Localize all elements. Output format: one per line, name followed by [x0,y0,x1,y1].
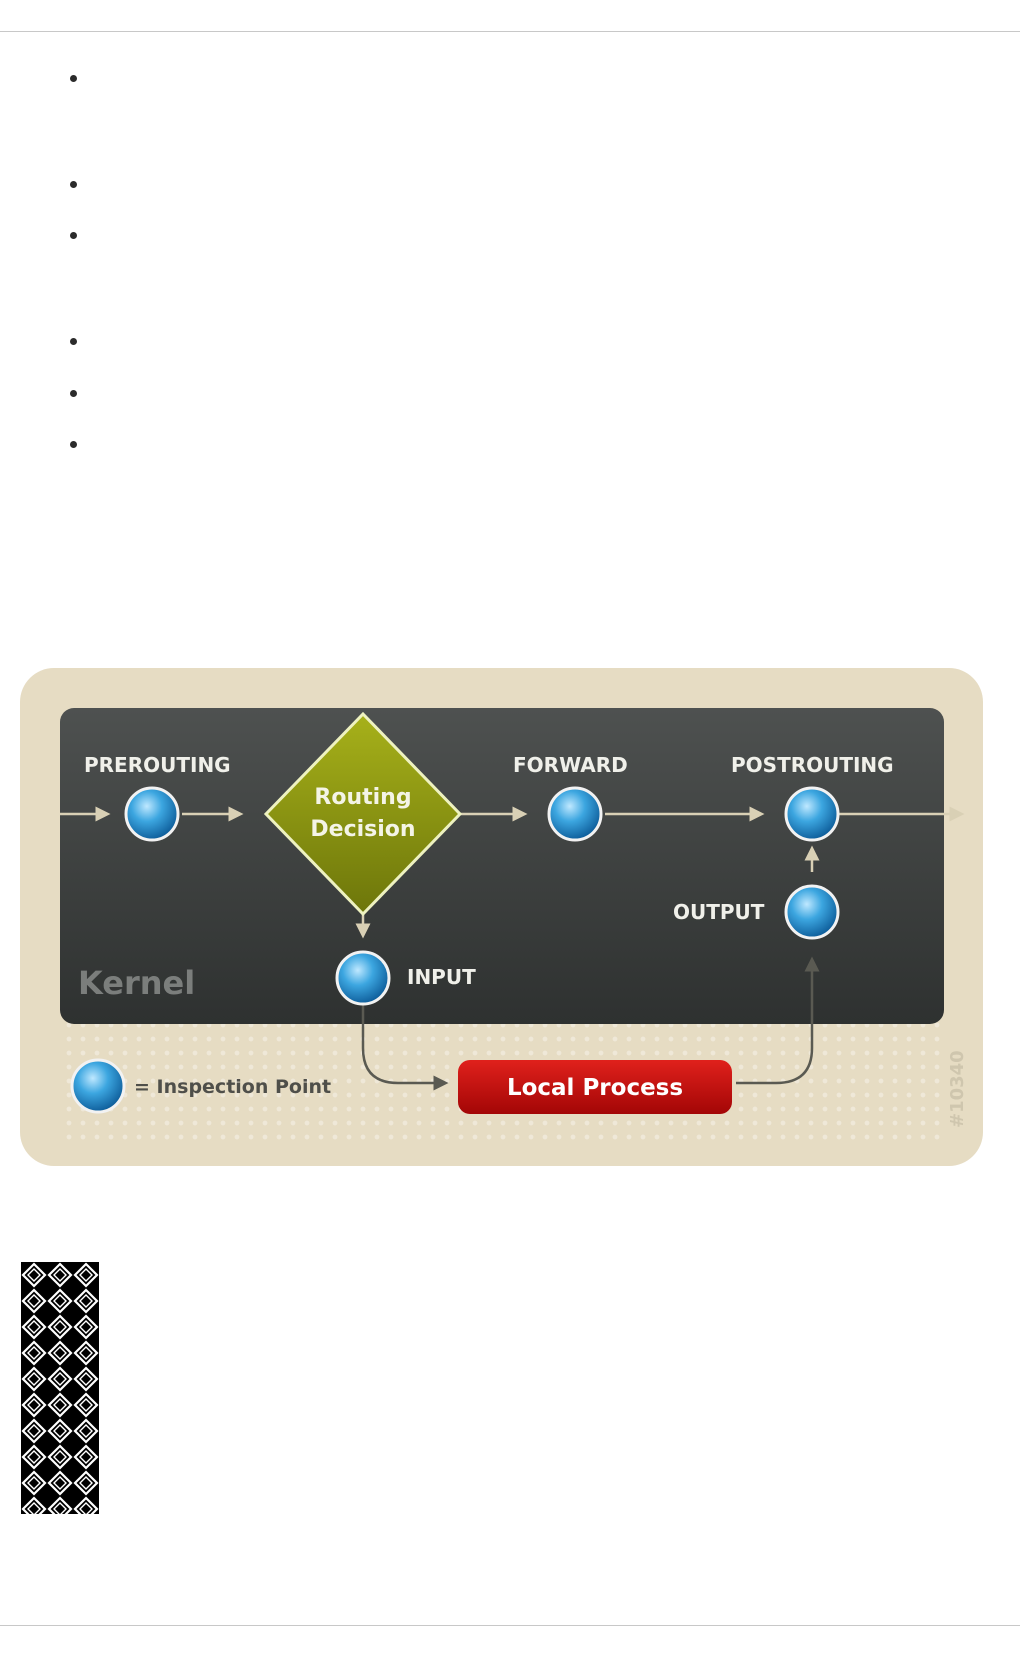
routing-decision-label-2: Decision [310,817,415,842]
netfilter-diagram: Routing Decision PREROUTING FORWARD POST… [20,668,983,1166]
kernel-box [60,708,944,1024]
inspection-point-prerouting [124,786,180,842]
output-label: OUTPUT [673,900,765,924]
inspection-point-forward [547,786,603,842]
list-item-bullet [70,390,77,397]
prerouting-label: PREROUTING [84,753,231,777]
note-pattern-icon [21,1262,99,1514]
postrouting-label: POSTROUTING [731,753,894,777]
inspection-point-legend [70,1058,126,1114]
inspection-point-postrouting [784,786,840,842]
routing-decision-diamond [263,711,463,917]
bullet-list [60,0,100,480]
local-process-label: Local Process [507,1075,683,1101]
legend-label: = Inspection Point [134,1076,331,1098]
inspection-point-output [784,884,840,940]
list-item-bullet [70,441,77,448]
routing-decision-label-1: Routing [314,785,411,810]
list-item-bullet [70,75,77,82]
local-process-box [458,1060,732,1114]
bottom-rule [0,1625,1020,1626]
kernel-label: Kernel [78,964,195,1002]
list-item-bullet [70,232,77,239]
inspection-point-input [335,950,391,1006]
input-label: INPUT [407,965,476,989]
figure-id-label: #10340 [947,1050,968,1128]
top-rule [0,31,1020,32]
list-item-bullet [70,181,77,188]
forward-label: FORWARD [513,753,628,777]
list-item-bullet [70,338,77,345]
